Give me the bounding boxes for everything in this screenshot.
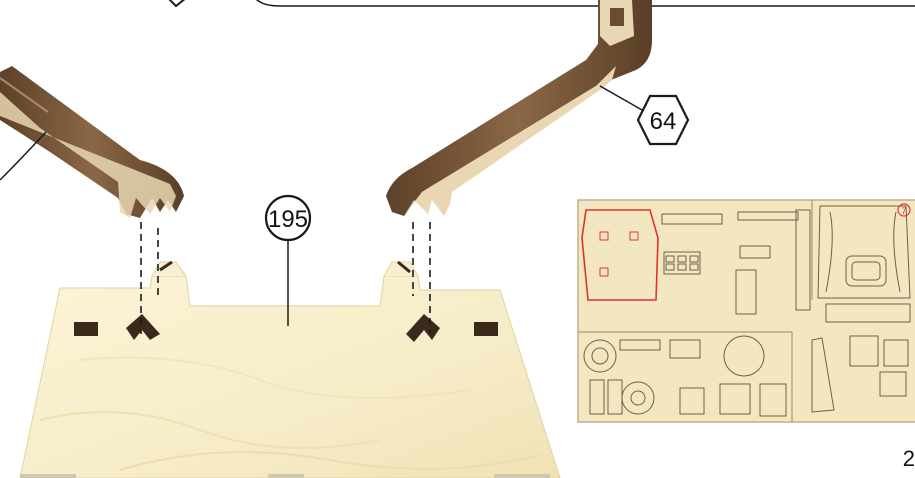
- svg-text:7: 7: [901, 206, 906, 216]
- slot-left-outer: [74, 322, 98, 336]
- svg-text:64: 64: [650, 108, 677, 135]
- callout-64: 64: [638, 96, 688, 144]
- right-arm-part: [386, 0, 652, 216]
- cutting-sheet-thumbnail: 7: [578, 200, 915, 422]
- callout-195: 195: [266, 196, 310, 240]
- left-arm-part: [0, 66, 184, 218]
- page-number: 2: [903, 446, 915, 472]
- svg-text:195: 195: [268, 206, 308, 233]
- base-plate-part-195: [20, 262, 560, 478]
- slot-right-outer: [474, 322, 498, 336]
- previous-step-frame: [168, 0, 915, 6]
